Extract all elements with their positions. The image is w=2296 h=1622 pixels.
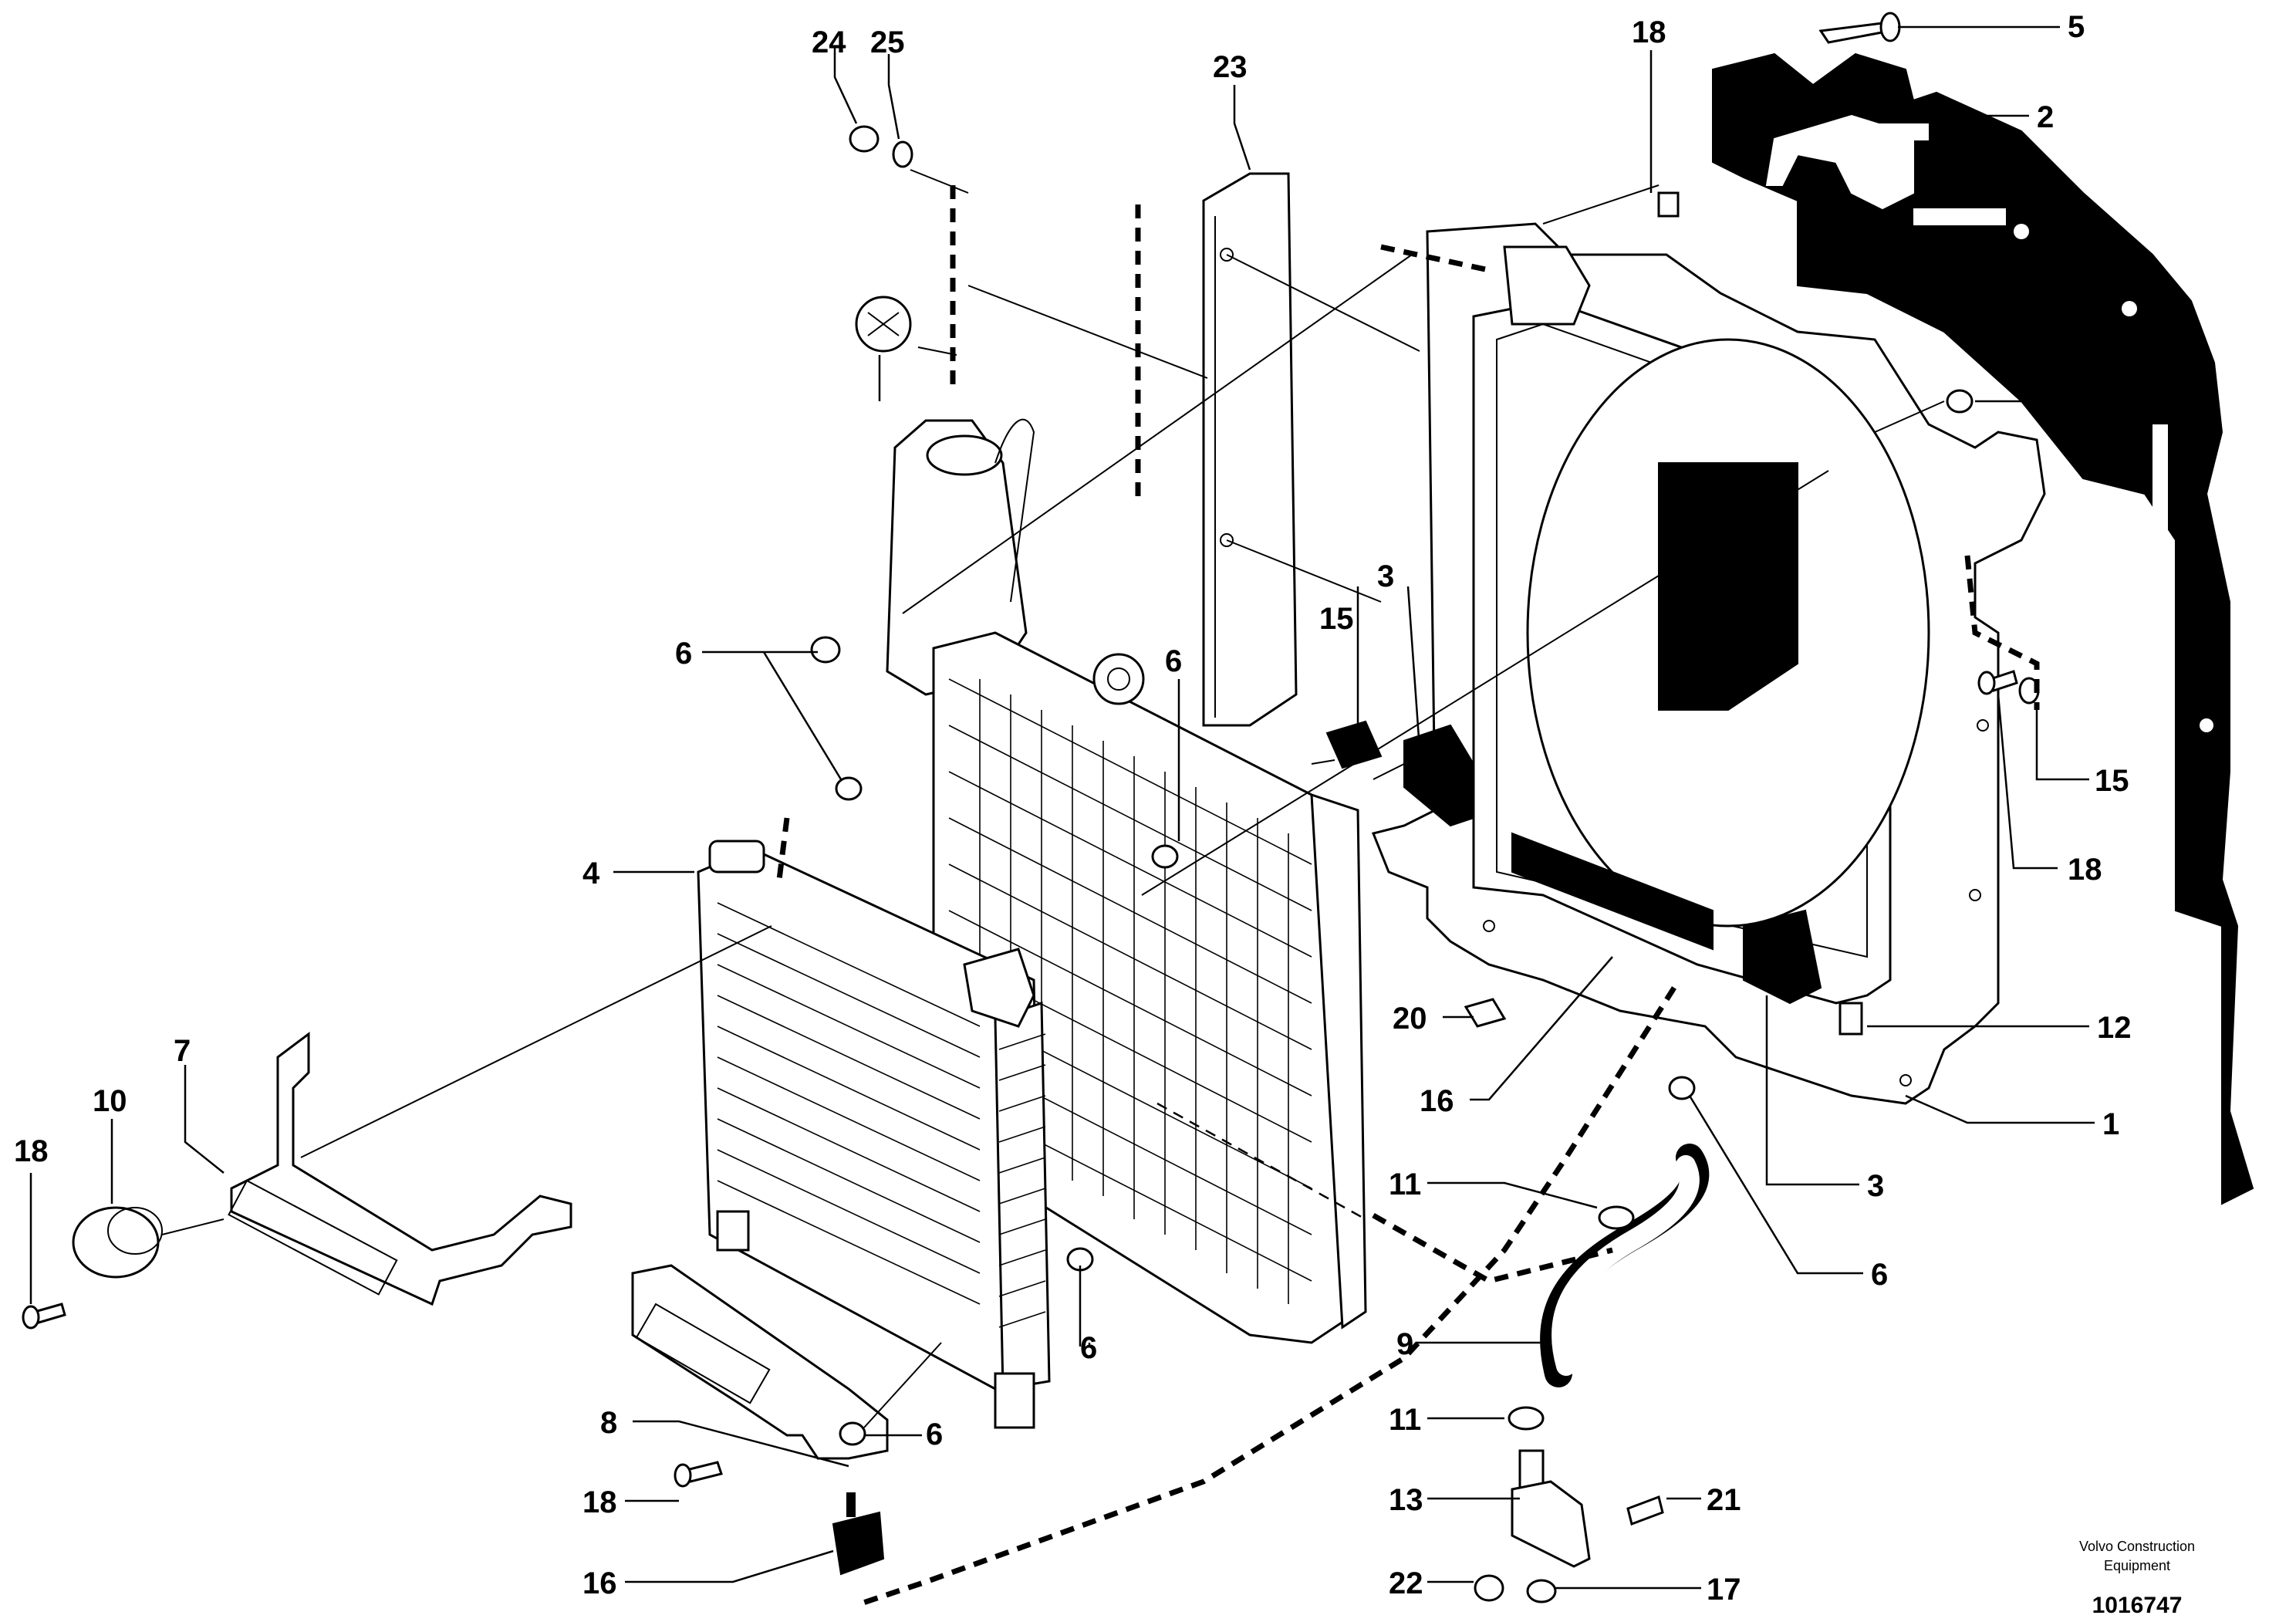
callout-6-left: 6 <box>675 637 692 671</box>
callout-18-left: 18 <box>14 1134 49 1168</box>
callout-7: 7 <box>174 1034 191 1068</box>
drain-bracket-part-13 <box>1511 1449 1591 1568</box>
connection-lines <box>161 169 1945 1428</box>
callout-14: 15 <box>2095 764 2129 798</box>
oil-cooler-part-4 <box>697 840 1051 1429</box>
callout-16: 16 <box>1420 1084 1454 1118</box>
callout-9: 9 <box>1396 1327 1413 1361</box>
callout-18-right: 18 <box>2068 853 2102 887</box>
callout-15-center: 15 <box>1319 602 1354 636</box>
callout-20: 21 <box>1707 1483 1741 1517</box>
callout-15-lower: 16 <box>582 1566 617 1600</box>
fan-shroud-part-1 <box>1371 222 2046 1105</box>
gasket-strip-part-22 <box>1202 172 1298 727</box>
bracket-part-7 <box>228 1032 572 1306</box>
callout-4: 4 <box>582 857 600 890</box>
callout-24: 25 <box>870 25 905 59</box>
callout-8: 8 <box>600 1406 617 1440</box>
leader-lines <box>29 25 2095 1590</box>
fasteners <box>22 12 2040 1603</box>
hose-part-9 <box>1540 1144 1710 1387</box>
rubber-mount-part-10 <box>72 1206 163 1279</box>
callout-12: 12 <box>2097 1011 2132 1045</box>
callout-17: 17 <box>1707 1573 1741 1607</box>
alignment-lines <box>776 185 2040 1608</box>
callout-18-lower: 18 <box>582 1485 617 1519</box>
callout-6-center: 6 <box>1165 644 1182 678</box>
callout-10: 10 <box>93 1084 127 1118</box>
callout-11-lower: 11 <box>1389 1403 1421 1437</box>
document-number: 1016747 <box>2092 1593 2183 1618</box>
callout-6-lower: 6 <box>1080 1331 1097 1365</box>
callout-11-upper: 11 <box>1389 1168 1421 1201</box>
callout-6-right: 6 <box>2033 386 2050 420</box>
bracket-part-8 <box>631 1264 889 1460</box>
callout-1: 1 <box>2102 1107 2119 1141</box>
credit-line-1: Volvo Construction <box>2079 1539 2195 1554</box>
callout-5: 5 <box>2068 10 2085 44</box>
callout-3-top: 3 <box>1377 559 1394 593</box>
credit-line-2: Equipment <box>2104 1558 2170 1573</box>
callout-6-lower-right: 6 <box>1871 1258 1888 1292</box>
callout-6-bracket: 6 <box>926 1418 943 1451</box>
callout-18-top: 18 <box>1632 15 1666 49</box>
callout-3-lower: 3 <box>1867 1169 1884 1203</box>
callout-labels: 24 25 23 18 5 2 6 6 6 15 3 15 18 4 7 10 … <box>14 10 2132 1607</box>
callout-2: 2 <box>2037 100 2054 134</box>
callout-13: 13 <box>1389 1483 1423 1517</box>
callout-21: 22 <box>1389 1566 1423 1600</box>
callout-23: 24 <box>812 25 846 59</box>
callout-19: 20 <box>1393 1002 1427 1036</box>
callout-22: 23 <box>1213 50 1248 84</box>
